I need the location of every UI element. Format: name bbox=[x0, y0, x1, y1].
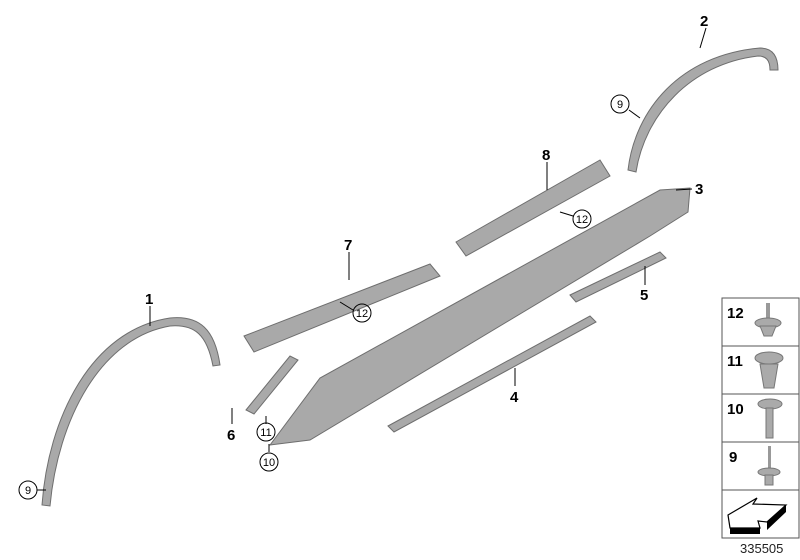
part-3-side-sill bbox=[268, 187, 691, 446]
part-1-wheel-arch-front bbox=[41, 317, 221, 507]
part-5-trim-strip bbox=[569, 251, 667, 303]
legend-item-10: 10 bbox=[721, 393, 800, 443]
diagram-number: 335505 bbox=[740, 541, 783, 556]
part-7-holder bbox=[243, 263, 441, 353]
svg-text:9: 9 bbox=[617, 99, 623, 111]
circled-callout-9a: 9 bbox=[610, 94, 630, 114]
circled-callout-12a: 12 bbox=[572, 209, 592, 229]
svg-text:9: 9 bbox=[25, 485, 31, 497]
callout-1: 1 bbox=[145, 291, 153, 308]
part-8-holder bbox=[455, 159, 611, 257]
svg-text:10: 10 bbox=[263, 457, 275, 469]
svg-text:11: 11 bbox=[260, 427, 271, 439]
leader-3 bbox=[675, 188, 693, 191]
leader-2 bbox=[699, 27, 707, 49]
screw-icon bbox=[757, 398, 783, 439]
direction-arrow-icon bbox=[727, 497, 788, 534]
callout-4: 4 bbox=[510, 389, 519, 406]
callout-2: 2 bbox=[700, 13, 708, 30]
circled-callout-12b: 12 bbox=[352, 303, 372, 323]
circled-callout-10: 10 bbox=[259, 452, 279, 472]
svg-text:12: 12 bbox=[356, 308, 368, 320]
svg-text:12: 12 bbox=[727, 305, 744, 322]
expanding-clip-icon bbox=[754, 351, 784, 389]
legend-item-12: 12 bbox=[721, 297, 800, 347]
leader-12a bbox=[559, 211, 574, 217]
part-4-trim-strip bbox=[387, 315, 597, 433]
callout-6: 6 bbox=[227, 427, 235, 444]
legend-item-11: 11 bbox=[721, 345, 800, 395]
svg-text:11: 11 bbox=[727, 353, 743, 370]
leader-9a bbox=[628, 109, 641, 119]
callout-5: 5 bbox=[640, 287, 648, 304]
legend-footer bbox=[721, 489, 800, 539]
part-6-bracket bbox=[245, 355, 299, 415]
legend-item-9: 9 bbox=[721, 441, 800, 491]
clip-icon bbox=[754, 303, 782, 337]
leader-12b bbox=[339, 301, 354, 311]
svg-text:9: 9 bbox=[729, 449, 737, 466]
callout-8: 8 bbox=[542, 147, 550, 164]
callout-3: 3 bbox=[695, 181, 703, 198]
part-2-wheel-arch-rear bbox=[627, 47, 779, 173]
callout-7: 7 bbox=[344, 237, 352, 254]
svg-text:10: 10 bbox=[727, 401, 744, 418]
circled-callout-9b: 9 bbox=[18, 480, 38, 500]
rivet-icon bbox=[757, 446, 781, 486]
circled-callout-11: 11 bbox=[256, 422, 276, 442]
svg-text:12: 12 bbox=[576, 214, 588, 226]
